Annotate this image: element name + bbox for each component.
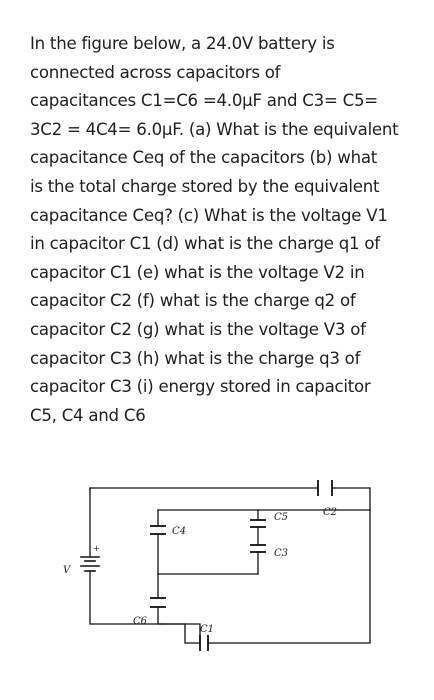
wire-c1-path bbox=[162, 623, 200, 644]
problem-line: capacitor C2 (f) what is the charge q2 o… bbox=[30, 291, 356, 311]
c5-label: C5 bbox=[274, 512, 288, 523]
problem-line: capacitor C1 (e) what is the voltage V2 … bbox=[30, 262, 365, 282]
capacitor-c5-symbol bbox=[250, 519, 266, 528]
problem-text: In the figure below, a 24.0V battery is … bbox=[30, 30, 428, 430]
problem-line: capacitor C3 (h) what is the charge q3 o… bbox=[30, 348, 361, 368]
wire-c6 bbox=[157, 573, 163, 625]
c4-label: C4 bbox=[172, 526, 186, 537]
problem-line: C5, C4 and C6 bbox=[30, 405, 146, 425]
capacitor-c2-symbol bbox=[317, 480, 333, 496]
problem-line: In the figure below, a 24.0V battery is bbox=[30, 34, 335, 53]
c2-label: C2 bbox=[323, 507, 337, 518]
problem-line: capacitor C2 (g) what is the voltage V3 … bbox=[30, 319, 366, 339]
capacitor-c4-symbol bbox=[150, 525, 166, 535]
c3-label: C3 bbox=[274, 548, 288, 559]
battery-symbol bbox=[80, 556, 100, 572]
wire-left bbox=[89, 487, 163, 625]
problem-line: in capacitor C1 (d) what is the charge q… bbox=[30, 234, 380, 254]
c1-label: C1 bbox=[200, 624, 214, 635]
battery-label: V bbox=[63, 565, 72, 576]
wire-right bbox=[207, 509, 371, 644]
capacitor-c3-symbol bbox=[250, 544, 266, 553]
c6-label: C6 bbox=[133, 616, 148, 627]
problem-line: capacitances C1=C6 =4.0μF and C3= C5= bbox=[30, 91, 378, 111]
problem-line: connected across capacitors of bbox=[30, 62, 281, 82]
battery-plus-sign: + bbox=[93, 544, 100, 553]
capacitor-c1-symbol bbox=[199, 635, 209, 651]
problem-line: is the total charge stored by the equiva… bbox=[30, 176, 380, 196]
problem-line: capacitor C3 (i) energy stored in capaci… bbox=[30, 377, 371, 397]
capacitor-c6-symbol bbox=[150, 597, 166, 608]
problem-line: 3C2 = 4C4= 6.0μF. (a) What is the equiva… bbox=[30, 119, 399, 139]
problem-line: capacitance Ceq? (c) What is the voltage… bbox=[30, 205, 388, 225]
problem-line: capacitance Ceq of the capacitors (b) wh… bbox=[30, 148, 378, 168]
